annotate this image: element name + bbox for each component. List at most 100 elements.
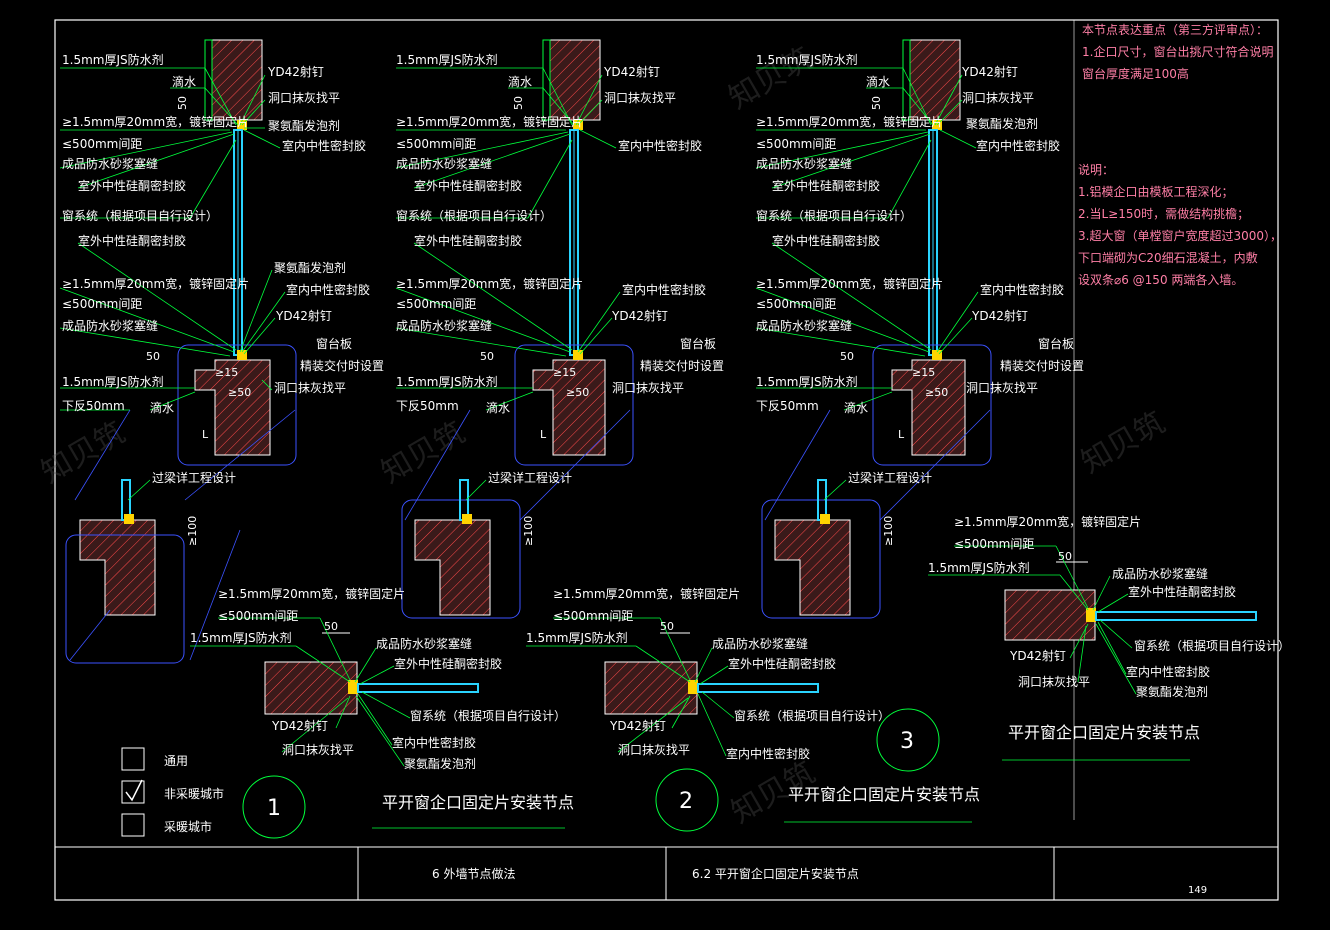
detail-group-a: 1.5mm厚JS防水剂 滴水 50 YD42射钉 洞口抹灰找平 ≥1.5mm厚2… xyxy=(59,39,384,664)
legend-box-general[interactable] xyxy=(121,747,145,771)
watermark-5: 知贝筑 xyxy=(36,415,131,490)
label-mortar-b: 成品防水砂浆塞缝 xyxy=(396,156,492,171)
detail-number-2: 2 xyxy=(679,789,693,814)
dim-100-a: ≥100 xyxy=(186,516,199,546)
label-spacing-p2: ≤500mm间距 xyxy=(553,609,633,623)
detail-group-b: 1.5mm厚JS防水剂 滴水 50 YD42射钉 洞口抹灰找平 ≥1.5mm厚2… xyxy=(395,39,724,619)
label-mortar-p1: 成品防水砂浆塞缝 xyxy=(376,636,472,651)
expl-title: 说明： xyxy=(1078,162,1114,177)
dim-L-b: L xyxy=(540,428,547,441)
label-js2-a: 1.5mm厚JS防水剂 xyxy=(62,374,164,389)
dim-L-a: L xyxy=(202,428,209,441)
label-sill-b: 窗台板 xyxy=(680,336,716,351)
focus-line-1: 1.企口尺寸，窗台出挑尺寸符合说明 xyxy=(1082,44,1273,59)
label-outdoor-b: 室外中性硅酮密封胶 xyxy=(414,178,522,193)
detail-circle-3 xyxy=(876,708,940,772)
detail-title-2: 平开窗企口固定片安装节点 xyxy=(788,785,980,804)
legend-label-heating: 采暖城市 xyxy=(164,819,212,834)
label-down-a: 下反50mm xyxy=(62,399,125,413)
label-plate-p1: ≥1.5mm厚20mm宽，镀锌固定片 xyxy=(218,586,405,601)
dim-50-b: 50 xyxy=(512,96,525,110)
legend-label-non-heating: 非采暖城市 xyxy=(164,786,224,801)
label-drip2-a: 滴水 xyxy=(150,400,174,415)
label-outdoor2-a: 室外中性硅酮密封胶 xyxy=(78,233,186,248)
label-drip2-b: 滴水 xyxy=(486,400,510,415)
label-outdoor-p2: 室外中性硅酮密封胶 xyxy=(728,656,836,671)
label-plate-c: ≥1.5mm厚20mm宽，镀锌固定片 xyxy=(756,114,943,129)
dim-50b-a: 50 xyxy=(146,350,160,363)
label-yd422-a: YD42射钉 xyxy=(275,308,332,323)
label-spacing-c: ≤500mm间距 xyxy=(756,137,836,151)
watermark-2: 知贝筑 xyxy=(376,415,471,490)
label-window-c: 窗系统（根据项目自行设计） xyxy=(756,209,912,223)
label-yd42-a: YD42射钉 xyxy=(267,64,324,79)
label-js-a: 1.5mm厚JS防水剂 xyxy=(62,52,164,67)
label-outdoor2-c: 室外中性硅酮密封胶 xyxy=(772,233,880,248)
detail-circle-1 xyxy=(242,775,306,839)
label-outdoor-p1: 室外中性硅酮密封胶 xyxy=(394,656,502,671)
dim-50b-b: 50 xyxy=(480,350,494,363)
dim-50-a: 50 xyxy=(176,96,189,110)
label-plate-b: ≥1.5mm厚20mm宽，镀锌固定片 xyxy=(396,114,583,129)
label-lintel-a: 过梁详工程设计 xyxy=(152,470,236,485)
label-foam-p1: 聚氨酯发泡剂 xyxy=(404,756,476,771)
label-js-c: 1.5mm厚JS防水剂 xyxy=(756,52,858,67)
label-js-p2: 1.5mm厚JS防水剂 xyxy=(526,630,628,645)
label-foam-p3: 聚氨酯发泡剂 xyxy=(1136,684,1208,699)
label-plate-a: ≥1.5mm厚20mm宽，镀锌固定片 xyxy=(62,114,249,129)
label-mortar-a: 成品防水砂浆塞缝 xyxy=(62,156,158,171)
label-js2-c: 1.5mm厚JS防水剂 xyxy=(756,374,858,389)
label-plaster-a: 洞口抹灰找平 xyxy=(268,91,340,105)
label-plaster-p1: 洞口抹灰找平 xyxy=(282,743,354,757)
label-finish-b: 精装交付时设置 xyxy=(640,358,724,373)
detail-title-3: 平开窗企口固定片安装节点 xyxy=(1008,723,1200,742)
label-spacing-p1: ≤500mm间距 xyxy=(218,609,298,623)
plan-detail-3: ≥1.5mm厚20mm宽，镀锌固定片 ≤500mm间距 50 1.5mm厚JS防… xyxy=(876,514,1290,772)
dim-100-c: ≥100 xyxy=(882,516,895,546)
label-lintel-b: 过梁详工程设计 xyxy=(488,470,572,485)
label-indoor-p3: 室内中性密封胶 xyxy=(1126,664,1210,679)
title-section: 6.2 平开窗企口固定片安装节点 xyxy=(692,866,859,881)
label-yd42-p2: YD42射钉 xyxy=(609,718,666,733)
label-mortar2-c: 成品防水砂浆塞缝 xyxy=(756,318,852,333)
label-window-b: 窗系统（根据项目自行设计） xyxy=(396,209,552,223)
label-yd422-c: YD42射钉 xyxy=(971,308,1028,323)
label-foam-c: 聚氨酯发泡剂 xyxy=(966,116,1038,131)
label-js-b: 1.5mm厚JS防水剂 xyxy=(396,52,498,67)
label-foam-a: 聚氨酯发泡剂 xyxy=(268,118,340,133)
label-spacing-a: ≤500mm间距 xyxy=(62,137,142,151)
label-plaster2-b: 洞口抹灰找平 xyxy=(612,381,684,395)
dim-50c-b: ≥50 xyxy=(566,386,589,399)
label-drip-c: 滴水 xyxy=(866,74,890,89)
dim-15-a: ≥15 xyxy=(215,366,238,379)
label-lintel-c: 过梁详工程设计 xyxy=(848,470,932,485)
label-outdoor-a: 室外中性硅酮密封胶 xyxy=(78,178,186,193)
label-window-p1: 窗系统（根据项目自行设计） xyxy=(410,709,566,723)
label-yd42-b: YD42射钉 xyxy=(603,64,660,79)
label-drip-b: 滴水 xyxy=(508,74,532,89)
notes-block: 本节点表达重点（第三方评审点）： 1.企口尺寸，窗台出挑尺寸符合说明 窗台厚度满… xyxy=(1078,22,1282,287)
expl-line-2: 2.当L≥150时，需做结构挑檐； xyxy=(1078,206,1249,221)
legend-box-heating[interactable] xyxy=(121,813,145,837)
detail-group-c: 1.5mm厚JS防水剂 滴水 50 YD42射钉 洞口抹灰找平 ≥1.5mm厚2… xyxy=(755,39,1084,619)
detail-number-1: 1 xyxy=(267,796,281,821)
plan-detail-2: ≥1.5mm厚20mm宽，镀锌固定片 ≤500mm间距 50 1.5mm厚JS防… xyxy=(526,586,980,832)
check-icon xyxy=(125,779,143,802)
label-js2-b: 1.5mm厚JS防水剂 xyxy=(396,374,498,389)
label-yd422-b: YD42射钉 xyxy=(611,308,668,323)
dim-50c-c: ≥50 xyxy=(925,386,948,399)
label-plate2-b: ≥1.5mm厚20mm宽，镀锌固定片 xyxy=(396,276,583,291)
label-window-p3: 窗系统（根据项目自行设计） xyxy=(1134,639,1290,653)
dim-50c-a: ≥50 xyxy=(228,386,251,399)
page-number: 149 xyxy=(1188,885,1207,896)
label-plaster2-a: 洞口抹灰找平 xyxy=(274,381,346,395)
label-plaster2-c: 洞口抹灰找平 xyxy=(966,381,1038,395)
plan-detail-1: ≥1.5mm厚20mm宽，镀锌固定片 ≤500mm间距 50 1.5mm厚JS防… xyxy=(190,586,574,839)
label-plaster-c: 洞口抹灰找平 xyxy=(962,91,1034,105)
label-mortar2-b: 成品防水砂浆塞缝 xyxy=(396,318,492,333)
label-foam2-a: 聚氨酯发泡剂 xyxy=(274,260,346,275)
legend-box-non-heating[interactable] xyxy=(121,780,145,804)
label-spacing-p3: ≤500mm间距 xyxy=(954,537,1034,551)
label-plate-p2: ≥1.5mm厚20mm宽，镀锌固定片 xyxy=(553,586,740,601)
